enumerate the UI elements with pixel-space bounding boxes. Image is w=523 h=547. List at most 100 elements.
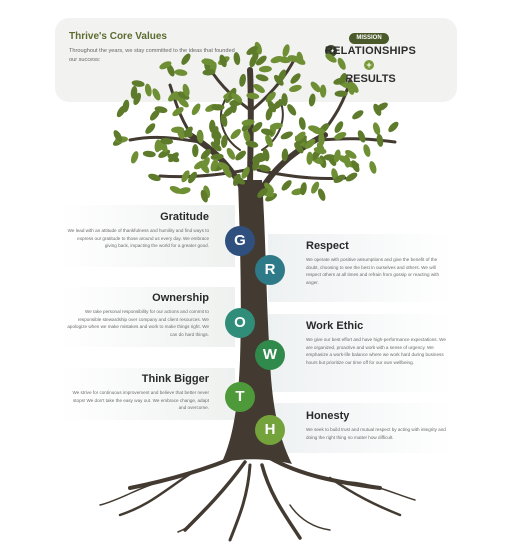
plus-icon: + xyxy=(364,60,374,70)
leaf xyxy=(181,53,191,65)
leaf xyxy=(202,68,216,76)
leaf xyxy=(130,151,139,164)
leaf xyxy=(210,153,224,161)
leaf xyxy=(191,103,201,116)
leaf xyxy=(318,132,325,146)
leaf xyxy=(373,103,382,116)
leaf xyxy=(182,83,190,97)
leaf xyxy=(113,130,123,142)
respect-description: We operate with positive assumptions and… xyxy=(306,257,440,285)
ownership-panel xyxy=(60,287,235,347)
leaf xyxy=(181,170,190,183)
leaf xyxy=(345,172,358,182)
leaf xyxy=(258,65,272,73)
ownership-description: We take personal responsibility for our … xyxy=(67,309,209,337)
leaf xyxy=(172,107,184,117)
leaf xyxy=(201,58,215,66)
leaf xyxy=(230,129,241,140)
leaf xyxy=(351,160,360,173)
leaf xyxy=(325,53,337,63)
leaf xyxy=(310,81,321,93)
leaf xyxy=(290,73,301,84)
leaf xyxy=(357,130,366,143)
leaf xyxy=(262,148,270,162)
leaf xyxy=(265,134,273,148)
ownership-title: Ownership xyxy=(152,292,209,304)
leaf xyxy=(254,41,262,55)
leaf xyxy=(245,140,259,148)
leaf xyxy=(168,91,179,102)
leaf xyxy=(260,128,274,136)
leaf xyxy=(210,141,222,152)
leaf xyxy=(145,123,156,134)
work-ethic-title: Work Ethic xyxy=(306,320,364,332)
leaf xyxy=(267,100,277,113)
leaf xyxy=(337,57,346,70)
leaf xyxy=(177,126,185,140)
leaf xyxy=(154,139,162,153)
leaf xyxy=(282,44,290,57)
leaf xyxy=(363,144,371,157)
leaf xyxy=(241,166,250,179)
leaf xyxy=(196,130,204,144)
leaf xyxy=(345,149,357,159)
leaf xyxy=(192,144,199,158)
honesty-panel xyxy=(268,403,453,453)
leaf xyxy=(158,149,171,158)
leaf xyxy=(334,90,348,97)
leaf xyxy=(265,107,273,121)
leaf xyxy=(160,137,174,145)
leaf xyxy=(258,164,271,172)
leaf xyxy=(334,121,344,133)
leaf xyxy=(211,104,225,111)
leaf xyxy=(255,55,267,66)
leaf xyxy=(159,61,172,70)
leaf xyxy=(239,73,246,87)
leaf xyxy=(388,121,399,133)
leaf xyxy=(235,150,246,161)
leaf xyxy=(317,188,326,201)
leaf xyxy=(220,114,228,127)
leaf xyxy=(231,92,243,103)
letter-g: G xyxy=(225,226,255,256)
leaf xyxy=(269,122,283,130)
gratitude-panel xyxy=(60,205,235,267)
gratitude-title: Gratitude xyxy=(160,211,209,223)
leaf xyxy=(217,161,230,171)
leaf xyxy=(323,154,337,161)
leaf xyxy=(233,175,246,185)
respect-panel xyxy=(268,234,453,302)
leaf xyxy=(200,148,211,160)
leaf xyxy=(166,64,175,77)
leaf xyxy=(280,131,293,140)
leaf xyxy=(178,97,189,108)
leaf xyxy=(272,99,284,110)
leaf xyxy=(255,74,269,82)
leaf xyxy=(349,81,359,93)
leaf xyxy=(289,84,302,92)
leaf xyxy=(252,152,264,163)
letter-h: H xyxy=(255,415,285,445)
leaf xyxy=(233,52,241,66)
page-title: Thrive's Core Values xyxy=(69,31,167,42)
letter-t: T xyxy=(225,382,255,412)
leaf xyxy=(223,106,234,117)
leaf xyxy=(243,129,251,143)
letter-w: W xyxy=(255,340,285,370)
leaf xyxy=(281,180,292,191)
respect-title: Respect xyxy=(306,240,349,252)
leaf xyxy=(270,55,284,64)
work-ethic-description: We give our best effort and have high-pe… xyxy=(306,337,446,365)
leaf xyxy=(372,122,381,135)
leaf xyxy=(281,148,289,162)
leaf xyxy=(168,152,179,163)
leaf xyxy=(144,83,152,97)
honesty-title: Honesty xyxy=(306,410,350,422)
leaf xyxy=(154,106,168,113)
leaf xyxy=(313,147,327,154)
leaf xyxy=(142,150,156,158)
leaf xyxy=(253,84,265,93)
leaf xyxy=(131,80,145,87)
leaf xyxy=(265,91,276,103)
leaf xyxy=(221,135,228,148)
